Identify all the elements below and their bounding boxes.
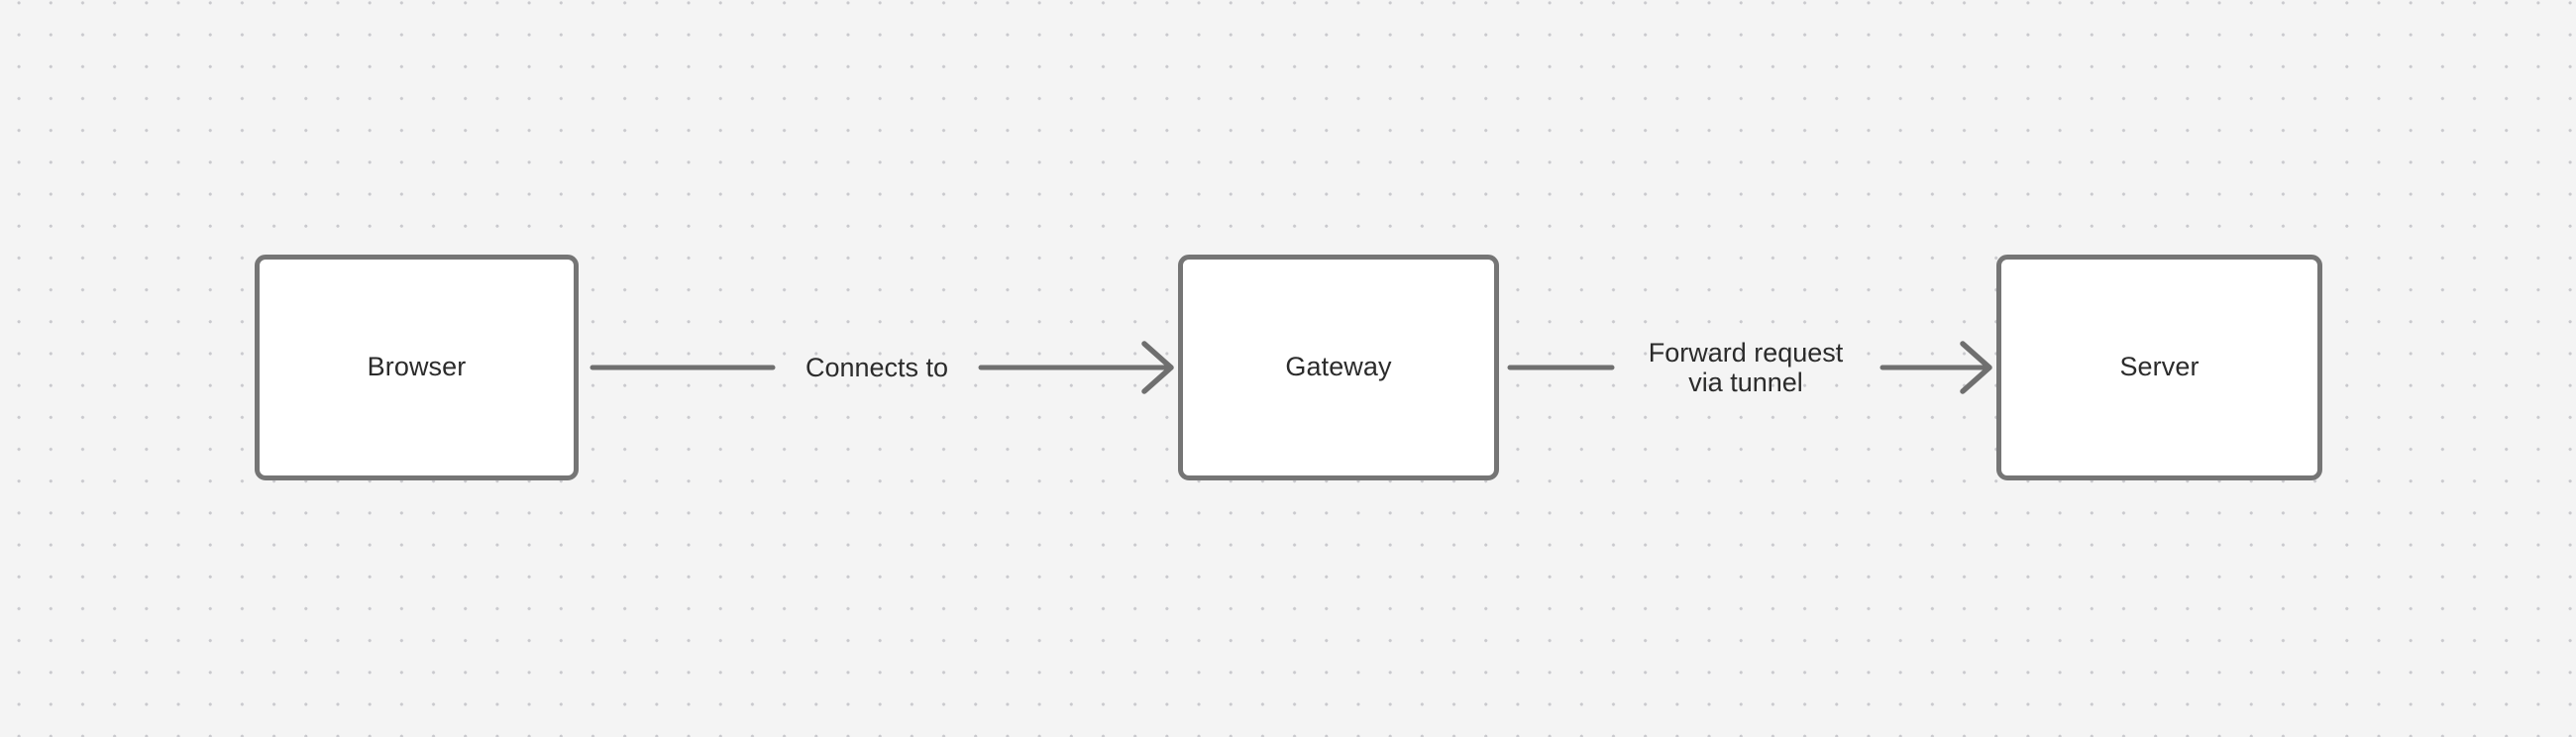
edge-label-gateway-to-server[interactable]: Forward request via tunnel [1648, 338, 1844, 397]
node-gateway-label: Gateway [1285, 352, 1392, 382]
edge-gateway-to-server-arrowhead-icon [1960, 341, 1992, 394]
node-gateway[interactable]: Gateway [1178, 255, 1499, 480]
node-browser-label: Browser [367, 352, 467, 382]
edge-browser-to-gateway-arrowhead-icon [1141, 341, 1174, 394]
node-server-label: Server [2119, 352, 2200, 382]
node-browser[interactable]: Browser [255, 255, 579, 480]
edge-label-browser-to-gateway[interactable]: Connects to [805, 353, 949, 382]
node-server[interactable]: Server [1996, 255, 2322, 480]
